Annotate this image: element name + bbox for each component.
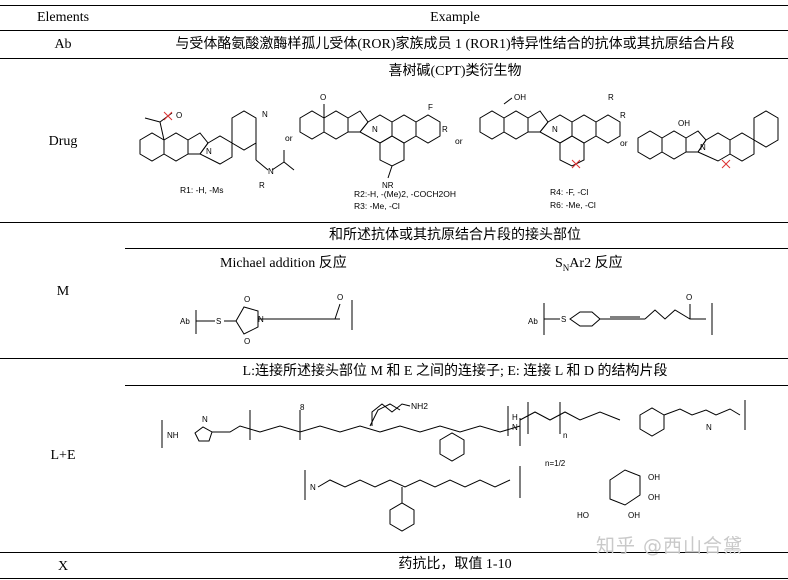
svg-text:H: H	[512, 413, 518, 422]
m-title: 和所述抗体或其抗原结合片段的接头部位	[329, 228, 581, 243]
svg-text:N: N	[262, 110, 268, 119]
svg-text:8: 8	[300, 403, 305, 412]
svg-text:N: N	[202, 415, 208, 424]
sub-rule	[125, 248, 788, 249]
svg-text:N: N	[552, 125, 558, 134]
svg-text:R: R	[442, 125, 448, 134]
x-label: X	[57, 559, 69, 574]
svg-text:N: N	[700, 143, 706, 152]
header-rule	[0, 30, 788, 31]
le-title: L:连接所述接头部位 M 和 E 之间的连接子; E: 连接 L 和 D 的结构…	[242, 364, 668, 379]
svg-text:OH: OH	[648, 473, 660, 482]
cpt-structure-2: F R O N NR	[299, 93, 448, 190]
triazole-peg-linker: NH N 8	[161, 403, 521, 462]
pyrimidine-linker: Ab S O	[528, 293, 713, 335]
cpt-structure-3: OH RR N	[479, 93, 626, 169]
svg-text:OH: OH	[648, 493, 660, 502]
r3-caption: R3: -Me, -Cl	[354, 201, 400, 211]
svg-text:R: R	[608, 93, 614, 102]
table-top-rule	[0, 5, 788, 6]
row-rule	[0, 222, 788, 223]
header-elements: Elements	[36, 10, 90, 25]
r6-caption: R6: -Me, -Cl	[550, 200, 596, 210]
svg-text:N: N	[310, 483, 316, 492]
maleimide-linker: Ab S N O O O	[180, 293, 353, 346]
svg-text:S: S	[561, 315, 566, 324]
svg-text:OH: OH	[678, 119, 690, 128]
svg-text:n=1/2: n=1/2	[545, 459, 566, 468]
or-label: or	[620, 138, 628, 148]
ab-text: 与受体酪氨酸激酶样孤儿受体(ROR)家族成员 1 (ROR1)特异性结合的抗体或…	[175, 37, 735, 52]
svg-text:R: R	[620, 111, 626, 120]
svg-text:R: R	[259, 181, 265, 190]
header-example: Example	[430, 10, 480, 25]
svg-text:NH: NH	[167, 431, 179, 440]
michael-addition-label: Michael addition 反应	[220, 256, 347, 271]
svg-text:F: F	[428, 103, 433, 112]
svg-text:O: O	[176, 111, 182, 120]
svg-text:OH: OH	[628, 511, 640, 520]
ab-label: Ab	[54, 37, 72, 52]
svg-text:N: N	[372, 125, 378, 134]
lysine-nh2-label: NH2	[411, 401, 429, 411]
or-label: or	[285, 133, 293, 143]
m-label: M	[56, 284, 70, 299]
row-rule	[0, 358, 788, 359]
snar-label: SNAr2 反应	[555, 256, 623, 273]
svg-text:O: O	[686, 293, 692, 302]
x-text: 药抗比，取值 1-10	[398, 557, 512, 572]
r1-caption: R1: -H, -Ms	[180, 185, 224, 195]
drug-label: Drug	[48, 134, 78, 149]
svg-text:N: N	[268, 167, 274, 176]
le-label: L+E	[50, 448, 76, 463]
peptide-linker: N	[304, 466, 521, 532]
sub-rule	[125, 385, 788, 386]
svg-text:O: O	[244, 295, 250, 304]
row-rule	[0, 58, 788, 59]
svg-text:NR: NR	[382, 181, 394, 190]
svg-text:OH: OH	[514, 93, 526, 102]
svg-text:O: O	[320, 93, 326, 102]
row-rule	[0, 552, 788, 553]
svg-text:O: O	[244, 337, 250, 346]
svg-text:N: N	[206, 147, 212, 156]
watermark: 知乎 @西山合黛	[596, 535, 744, 557]
svg-text:Ab: Ab	[528, 317, 538, 326]
or-label: or	[455, 136, 463, 146]
svg-text:Ab: Ab	[180, 317, 190, 326]
drug-title: 喜树碱(CPT)类衍生物	[388, 64, 522, 79]
table-bottom-rule	[0, 578, 788, 579]
cpt-structure-4: OH N	[637, 110, 779, 169]
svg-text:N: N	[512, 423, 518, 432]
r2-caption: R2:-H, -(Me)2, -COCH2OH	[354, 189, 457, 199]
svg-text:O: O	[337, 293, 343, 302]
svg-text:N: N	[258, 315, 264, 324]
svg-text:N: N	[706, 423, 712, 432]
svg-text:HO: HO	[577, 511, 589, 520]
r4-caption: R4: -F, -Cl	[550, 187, 589, 197]
svg-text:n: n	[563, 431, 567, 440]
svg-text:S: S	[216, 317, 221, 326]
cpt-structure-1: O N N N R	[139, 110, 295, 190]
